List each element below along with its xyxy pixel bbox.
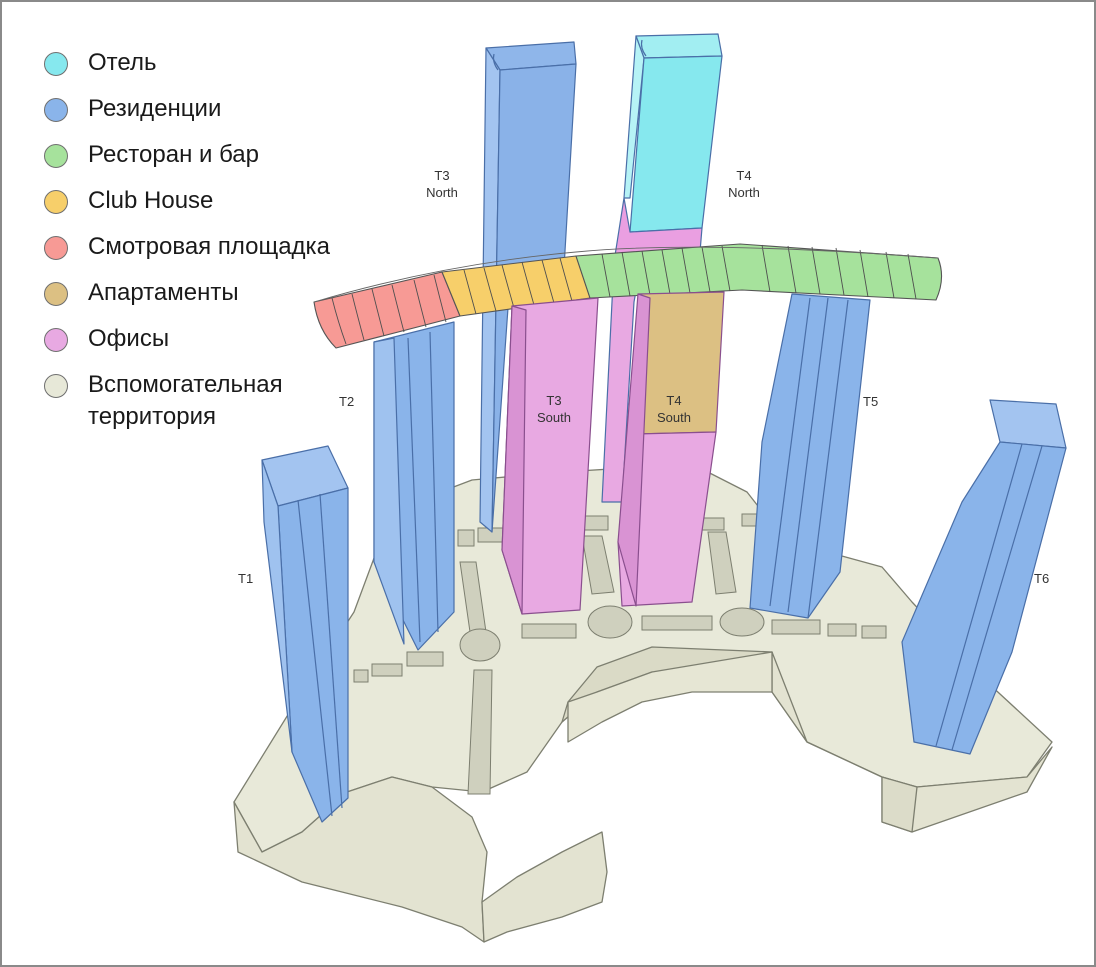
legend-swatch-club-house — [44, 190, 68, 214]
legend-label-offices: Офисы — [88, 325, 170, 352]
tower-labels: T1 T2 T3 North T4 North T3 South T4 Sout… — [238, 168, 1049, 586]
legend-label-hotel: Отель — [88, 49, 157, 76]
legend-swatch-observation-deck — [44, 236, 68, 260]
label-t3-north-line1: T3 — [434, 168, 449, 183]
opening — [457, 529, 475, 547]
legend-swatch-hotel — [44, 52, 68, 76]
opening — [581, 535, 615, 595]
legend-label-auxiliary-territory-line1: Вспомогательная — [88, 371, 283, 398]
legend-swatch-offices — [44, 328, 68, 352]
opening — [353, 669, 369, 683]
opening — [371, 663, 403, 677]
podium-wall-left — [233, 776, 488, 943]
tower-t5 — [749, 293, 871, 619]
legend-label-observation-deck: Смотровая площадка — [88, 233, 330, 260]
legend-label-residences: Резиденции — [88, 95, 222, 122]
label-t4-north-line1: T4 — [736, 168, 751, 183]
podium-openings — [353, 513, 887, 795]
opening — [467, 669, 493, 795]
legend-swatch-auxiliary-territory — [44, 374, 68, 398]
label-t5: T5 — [863, 394, 878, 409]
legend-swatch-apartments — [44, 282, 68, 306]
legend-swatch-restaurant-bar — [44, 144, 68, 168]
bridge-observation — [313, 271, 461, 349]
opening — [406, 651, 444, 667]
label-t6: T6 — [1034, 571, 1049, 586]
podium-wall-east-2 — [881, 776, 918, 833]
opening — [861, 625, 887, 639]
label-t3-north-line2: North — [426, 185, 458, 200]
opening — [701, 517, 725, 531]
opening — [459, 628, 501, 662]
podium-wall-right — [481, 831, 608, 943]
tower-t2 — [373, 321, 455, 651]
label-t2: T2 — [339, 394, 354, 409]
legend-label-club-house: Club House — [88, 187, 214, 214]
opening — [719, 607, 765, 637]
label-t4-south-line1: T4 — [666, 393, 681, 408]
legend-label-auxiliary-territory-line2: территория — [88, 403, 216, 430]
label-t3-south-line1: T3 — [546, 393, 561, 408]
tower-t3-south — [501, 297, 599, 615]
label-t4-north-line2: North — [728, 185, 760, 200]
legend-label-restaurant-bar: Ресторан и бар — [88, 141, 259, 168]
opening — [641, 615, 713, 631]
sky-bridge — [313, 243, 943, 349]
opening — [707, 531, 737, 595]
legend-label-apartments: Апартаменты — [88, 279, 239, 306]
tower-t6 — [901, 399, 1067, 755]
tower-t1 — [261, 445, 349, 823]
bridge-restaurant — [575, 243, 943, 301]
legend-swatch-residences — [44, 98, 68, 122]
tower-t4-north — [601, 33, 723, 503]
label-t3-south-line2: South — [537, 410, 571, 425]
opening — [827, 623, 857, 637]
opening — [587, 605, 633, 639]
podium-cutout — [567, 651, 773, 743]
opening — [521, 623, 577, 639]
opening — [771, 619, 821, 635]
tower-t4-south — [617, 291, 725, 607]
label-t1: T1 — [238, 571, 253, 586]
label-t4-south-line2: South — [657, 410, 691, 425]
